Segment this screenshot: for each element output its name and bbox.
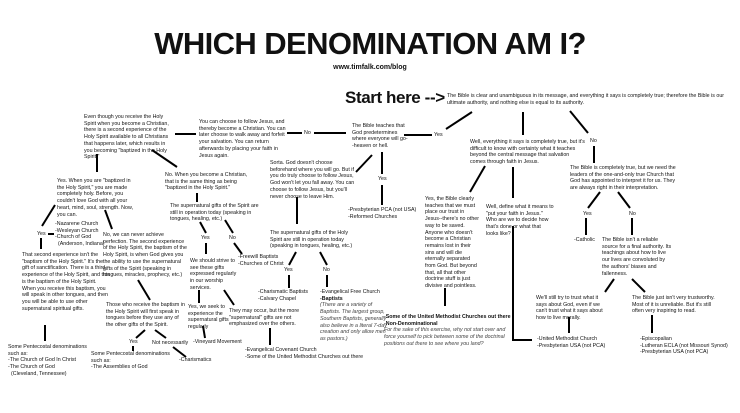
denomination: -Charismatic Baptists <box>258 289 309 295</box>
node-sorta: Sorta. God doesn't choose beforehand whe… <box>270 160 355 200</box>
node-sanctification: That second experience isn't the "baptis… <box>22 252 110 312</box>
result-assemblies: Some Pentecostal denominations such as: … <box>91 351 170 371</box>
denomination: -Evangelical Free Church <box>320 289 380 295</box>
source-url: www.timfalk.com/blog <box>333 64 407 71</box>
denomination: -Some of the United Methodist Churches o… <box>245 353 364 360</box>
edge-label-no: No <box>229 235 236 241</box>
denomination: (Cleveland, Tennessee) <box>11 370 67 377</box>
result-freewill: -Freewill Baptists -Churches of Christ <box>238 254 284 267</box>
denomination: -Wesleyan Church <box>55 227 99 234</box>
denomination: -Episcopalian <box>640 336 672 342</box>
denomination: -Catholic <box>574 237 595 243</box>
denomination: -Charismatics <box>179 357 212 363</box>
node-seek: Yes, we seek to experience the supernatu… <box>188 304 229 331</box>
node-holiness: Yes. When you are "baptized in the Holy … <box>57 178 133 218</box>
denomination: -Nazarene Church <box>55 221 99 227</box>
node-predestination: The Bible teaches that God predetermines… <box>352 123 408 150</box>
nondenominational-note: For the sake of this exercise, why not s… <box>384 327 506 347</box>
node-untrustworthy: The Bible just isn't very trustworthy. M… <box>632 295 715 315</box>
denomination: -The Assemblies of God <box>91 364 148 371</box>
edge-label-no: No <box>590 138 597 144</box>
node-unreliable: The Bible isn't a reliable source for a … <box>602 237 672 277</box>
node-free-will: You can choose to follow Jesus, and ther… <box>199 119 286 159</box>
denomination: -Churches of Christ <box>238 260 284 267</box>
node-leaders: The Bible is completely true, but we nee… <box>570 165 676 192</box>
result-pentecostal: Some Pentecostal denominations such as: … <box>8 344 87 378</box>
edge-label-yes: Yes <box>434 132 443 138</box>
edge-label-no: No <box>323 267 330 273</box>
denomination: -Presbyterian PCA (not USA) <box>348 207 417 213</box>
node-strive: We should strive to see these gifts expr… <box>190 258 237 291</box>
denomination: Some Pentecostal denominations <box>91 351 170 357</box>
node-trust-god: We'll still try to trust what it says ab… <box>536 295 603 322</box>
edge-label-not-necessarily: Not necessarily <box>152 340 189 346</box>
result-reformed: -Presbyterian PCA (not USA) -Reformed Ch… <box>348 207 416 220</box>
denomination: such as: <box>91 357 111 364</box>
edge-label-yes: Yes <box>37 231 46 237</box>
result-catholic: -Catholic <box>574 237 595 244</box>
denomination: -Vineyard Movement <box>193 339 242 345</box>
result-covenant: -Evangelical Covenant Church -Some of th… <box>245 347 363 360</box>
denomination: -United Methodist Church <box>537 336 598 342</box>
denomination: -Reformed Churches <box>348 213 398 220</box>
denomination: -The Church of God In Christ <box>8 357 77 364</box>
node-clearly: Yes, the Bible clearly teaches that we m… <box>425 196 480 290</box>
baptists-note: (There are a variety of Baptists. The la… <box>320 302 387 342</box>
denomination: -Non-Denominational <box>384 320 438 327</box>
result-holiness: -Nazarene Church -Wesleyan Church -Churc… <box>55 221 105 248</box>
node-may-occur: They may occur, but the more "supernatur… <box>229 308 300 328</box>
edge-label-yes: Yes <box>378 176 387 182</box>
edge-label-no: No <box>629 211 636 217</box>
denomination: -Presbyterian USA (not PCA) <box>537 342 606 349</box>
node-gifts-spirit: The supernatural gifts of the Spirit are… <box>170 203 259 223</box>
edge-label-yes: Yes <box>129 339 138 345</box>
result-mainline-methodist: -United Methodist Church -Presbyterian U… <box>537 336 605 349</box>
denomination: -Presbyterian USA (not PCA) <box>640 349 709 356</box>
denomination: (Anderson, Indiana) <box>58 241 105 248</box>
denomination: -Calvary Chapel <box>258 295 296 302</box>
node-same-thing: No. When you become a Christian, that is… <box>165 172 248 192</box>
denomination: -Freewill Baptists <box>238 254 279 260</box>
node-tongues-first: Those who receive the baptism in the Hol… <box>106 302 185 329</box>
edge-label-yes: Yes <box>284 267 293 273</box>
denomination: -Some of the United Methodist Churches o… <box>384 314 511 320</box>
node-difficult: Well, everything it says is completely t… <box>470 139 585 166</box>
denomination: -Lutheran ECLA (not Missouri Synod) <box>640 342 728 349</box>
result-vineyard: -Vineyard Movement <box>193 339 242 346</box>
node-second-experience: Even though you receive the Holy Spirit … <box>84 114 169 161</box>
result-charismatic-baptists: -Charismatic Baptists -Calvary Chapel <box>258 289 308 302</box>
node-bible-authority: The Bible is clear and unambiguous in it… <box>447 93 725 106</box>
result-nondenominational: -Some of the United Methodist Churches o… <box>384 314 511 348</box>
page-title: WHICH DENOMINATION AM I? <box>154 26 586 61</box>
edge-label-yes: Yes <box>583 211 592 217</box>
edge-label-no: No <box>304 130 311 136</box>
start-here-label: Start here --> <box>345 88 445 107</box>
denomination: -The Church of God <box>8 364 55 371</box>
denomination: -Evangelical Covenant Church <box>245 347 317 353</box>
edge-label-yes: Yes <box>201 235 210 241</box>
node-define: Well, define what it means to "put your … <box>486 204 554 237</box>
node-gifts-holy-spirit: The supernatural gifts of the Holy Spiri… <box>270 230 353 250</box>
denomination: Some Pentecostal denominations <box>8 344 87 350</box>
denomination: such as: <box>8 350 28 357</box>
denomination: -Church of God <box>55 234 92 241</box>
result-baptists: -Evangelical Free Church -Baptists (Ther… <box>320 289 390 343</box>
denomination: -Baptists <box>320 295 343 302</box>
result-charismatics: -Charismatics <box>179 357 211 364</box>
result-mainline-liberal: -Episcopalian -Lutheran ECLA (not Missou… <box>640 336 728 356</box>
node-never-perfect: No, we can never achieve perfection. The… <box>103 232 187 279</box>
